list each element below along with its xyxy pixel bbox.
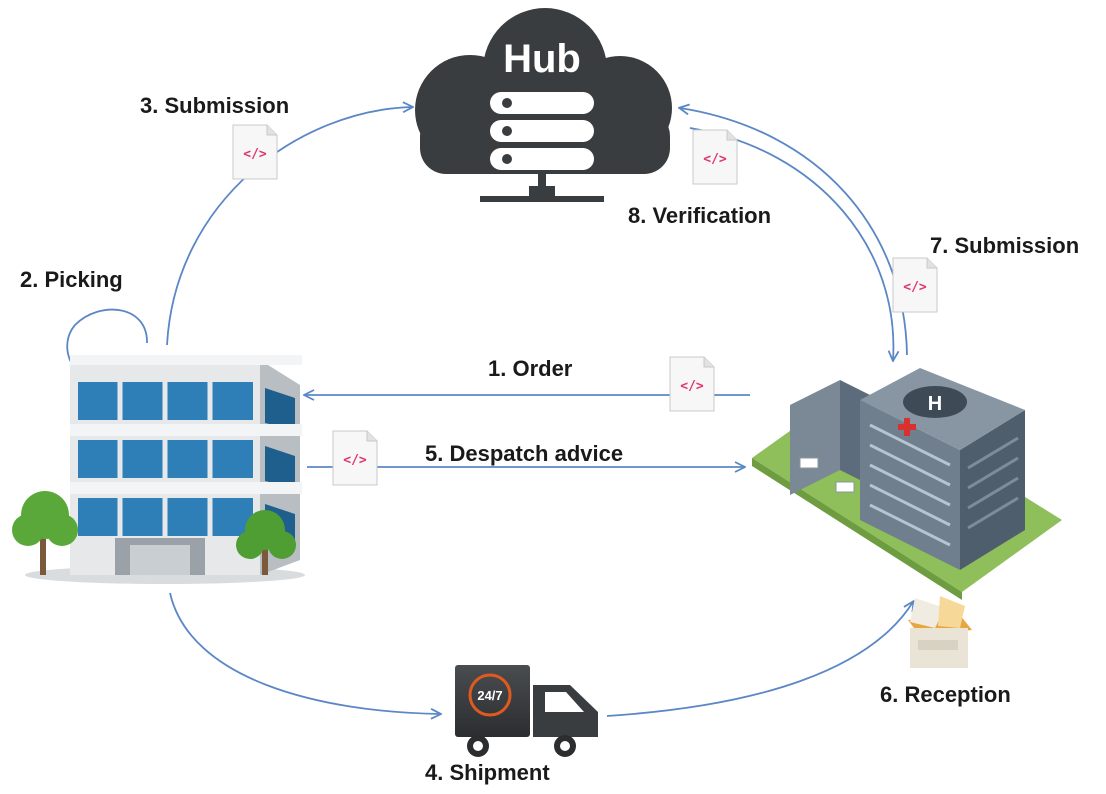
step-label-submission-7: 7. Submission (930, 233, 1080, 258)
svg-text:</>: </> (703, 152, 727, 167)
step-label-verification-8: 8. Verification (628, 203, 772, 228)
step-label-shipment-4: 4. Shipment (425, 760, 550, 785)
step-label-reception-6: 6. Reception (880, 682, 1011, 707)
red-cross-icon (898, 418, 916, 436)
document-icon-submission-7: </> (892, 257, 938, 313)
svg-text:</>: </> (343, 453, 367, 468)
truck-icon: 24/7 (455, 665, 598, 757)
hub-cloud: Hub (415, 8, 672, 202)
document-icon-verification-8: </> (692, 129, 738, 185)
document-icon-order-1: </> (669, 356, 715, 412)
server-icon (490, 92, 594, 170)
tree-right (236, 510, 296, 575)
step-label-picking-2: 2. Picking (20, 267, 123, 292)
package-icon (908, 596, 972, 668)
hospital-building: H (752, 368, 1062, 600)
document-icon-despatch-5: </> (332, 430, 378, 486)
arrow-submission-3 (166, 107, 412, 346)
network-icon (480, 174, 604, 202)
hospital-sign: H (928, 393, 942, 415)
ambulance-icon (799, 457, 855, 493)
svg-text:</>: </> (903, 280, 927, 295)
svg-text:</>: </> (243, 147, 267, 162)
truck-badge: 24/7 (477, 688, 502, 703)
arrow-verification-8 (689, 127, 893, 360)
step-label-order-1: 1. Order (488, 356, 573, 381)
tree-left (12, 491, 78, 575)
step-label-despatch-advice-5: 5. Despatch advice (425, 441, 624, 466)
document-icon-submission-3: </> (232, 124, 278, 180)
svg-text:</>: </> (680, 379, 704, 394)
hub-label: Hub (503, 37, 581, 81)
arrow-reception-6 (606, 602, 913, 717)
supplier-building (12, 355, 305, 584)
arrow-shipment-4 (169, 592, 440, 714)
step-label-submission-3: 3. Submission (140, 93, 290, 118)
